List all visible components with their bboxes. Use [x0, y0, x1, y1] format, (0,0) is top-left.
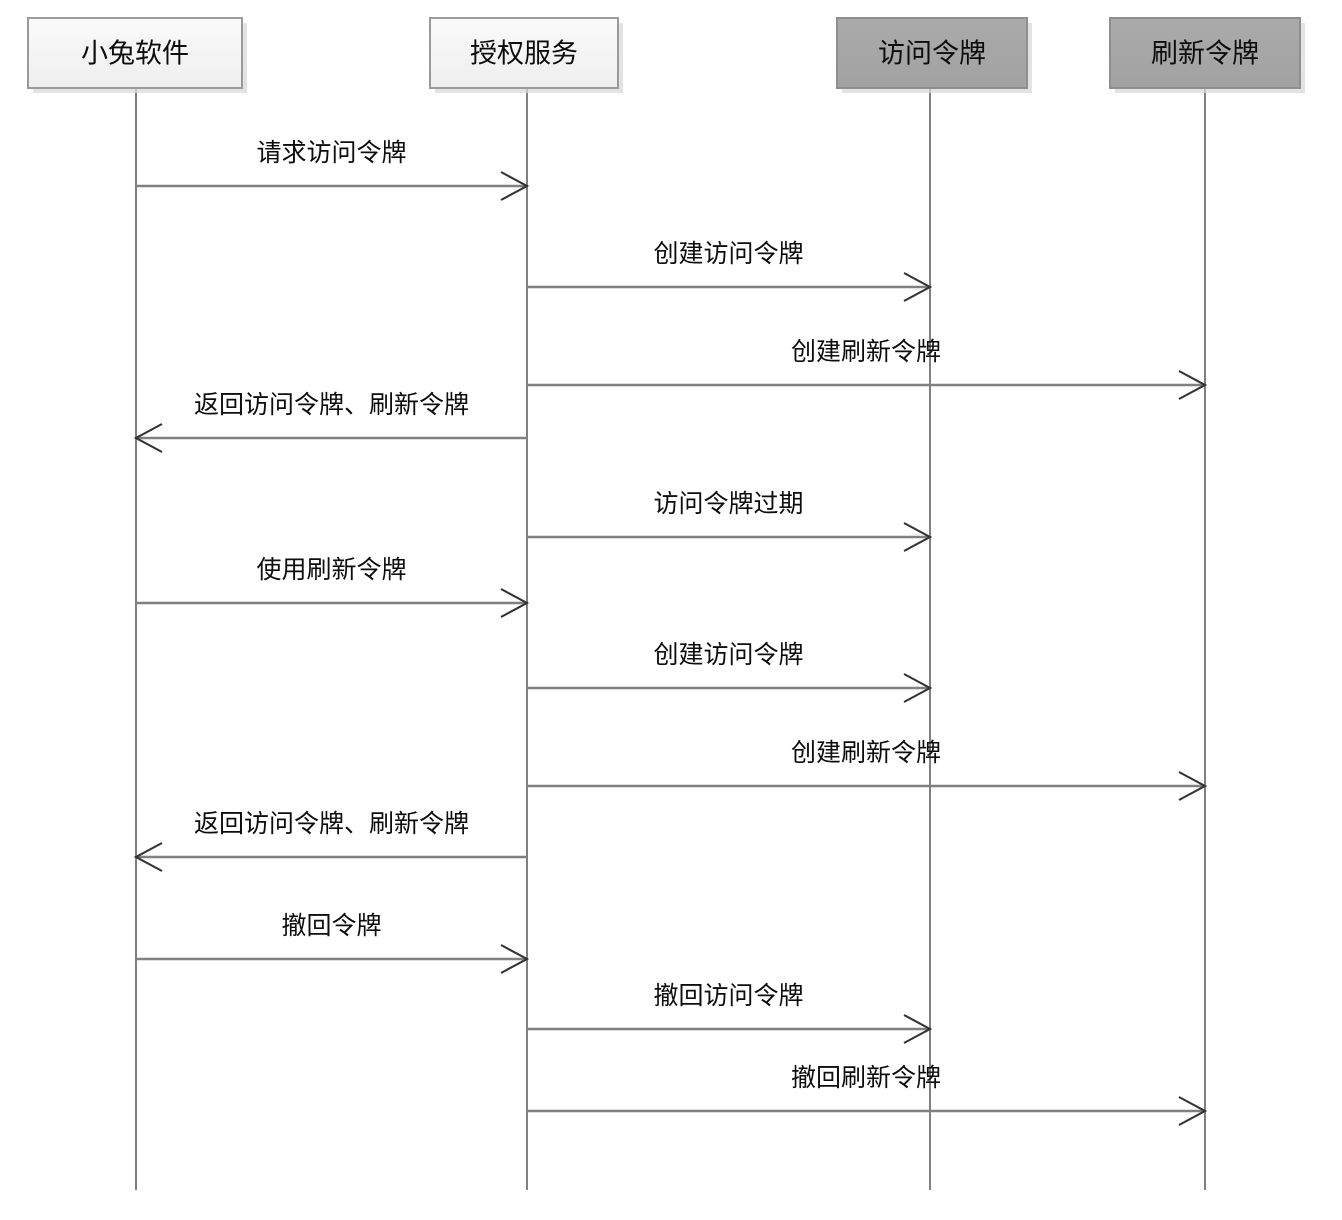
- participant-label: 刷新令牌: [1151, 39, 1259, 70]
- message-label: 返回访问令牌、刷新令牌: [194, 809, 469, 838]
- message-3[interactable]: 创建刷新令牌: [527, 337, 1208, 400]
- arrowhead-icon: [1178, 771, 1208, 801]
- message-label: 访问令牌过期: [653, 489, 803, 518]
- message-label: 使用刷新令牌: [256, 555, 406, 584]
- participant-auth[interactable]: 授权服务: [429, 17, 623, 93]
- message-7[interactable]: 创建访问令牌: [527, 640, 933, 703]
- message-8[interactable]: 创建刷新令牌: [527, 738, 1208, 801]
- message-label: 撤回刷新令牌: [791, 1063, 941, 1092]
- message-label: 创建访问令牌: [653, 239, 803, 268]
- participant-label: 授权服务: [470, 39, 578, 70]
- arrowhead-icon: [500, 588, 530, 618]
- arrowhead-icon: [903, 272, 933, 302]
- message-label: 返回访问令牌、刷新令牌: [194, 390, 469, 419]
- message-9[interactable]: 返回访问令牌、刷新令牌: [133, 809, 527, 872]
- message-4[interactable]: 返回访问令牌、刷新令牌: [133, 390, 527, 453]
- message-5[interactable]: 访问令牌过期: [527, 489, 933, 552]
- participant-box[interactable]: [836, 17, 1028, 89]
- message-label: 撤回令牌: [281, 911, 381, 940]
- arrowhead-icon: [133, 423, 163, 453]
- message-label: 请求访问令牌: [256, 138, 406, 167]
- arrowhead-icon: [500, 944, 530, 974]
- arrowhead-icon: [903, 522, 933, 552]
- participant-access-token[interactable]: 访问令牌: [836, 17, 1032, 93]
- message-2[interactable]: 创建访问令牌: [527, 239, 933, 302]
- message-1[interactable]: 请求访问令牌: [136, 138, 530, 201]
- arrowhead-icon: [133, 842, 163, 872]
- participant-box[interactable]: [429, 17, 619, 89]
- participant-box[interactable]: [1109, 17, 1301, 89]
- message-label: 撤回访问令牌: [653, 981, 803, 1010]
- arrowhead-icon: [1178, 1096, 1208, 1126]
- participant-label: 访问令牌: [878, 39, 986, 70]
- message-label: 创建刷新令牌: [791, 738, 941, 767]
- arrowhead-icon: [903, 1014, 933, 1044]
- participant-label: 小兔软件: [81, 39, 189, 70]
- message-11[interactable]: 撤回访问令牌: [527, 981, 933, 1044]
- participant-client[interactable]: 小兔软件: [27, 17, 247, 93]
- message-10[interactable]: 撤回令牌: [136, 911, 530, 974]
- arrowhead-icon: [903, 673, 933, 703]
- participant-box[interactable]: [27, 17, 243, 89]
- message-label: 创建刷新令牌: [791, 337, 941, 366]
- arrowhead-icon: [1178, 370, 1208, 400]
- message-6[interactable]: 使用刷新令牌: [136, 555, 530, 618]
- participants-layer: 小兔软件 授权服务 访问令牌 刷新令牌: [27, 17, 1305, 93]
- lifelines-layer: [135, 88, 1206, 1190]
- message-label: 创建访问令牌: [653, 640, 803, 669]
- message-12[interactable]: 撤回刷新令牌: [527, 1063, 1208, 1126]
- participant-refresh-token[interactable]: 刷新令牌: [1109, 17, 1305, 93]
- messages-layer: 请求访问令牌创建访问令牌创建刷新令牌返回访问令牌、刷新令牌访问令牌过期使用刷新令…: [133, 138, 1208, 1126]
- arrowhead-icon: [500, 171, 530, 201]
